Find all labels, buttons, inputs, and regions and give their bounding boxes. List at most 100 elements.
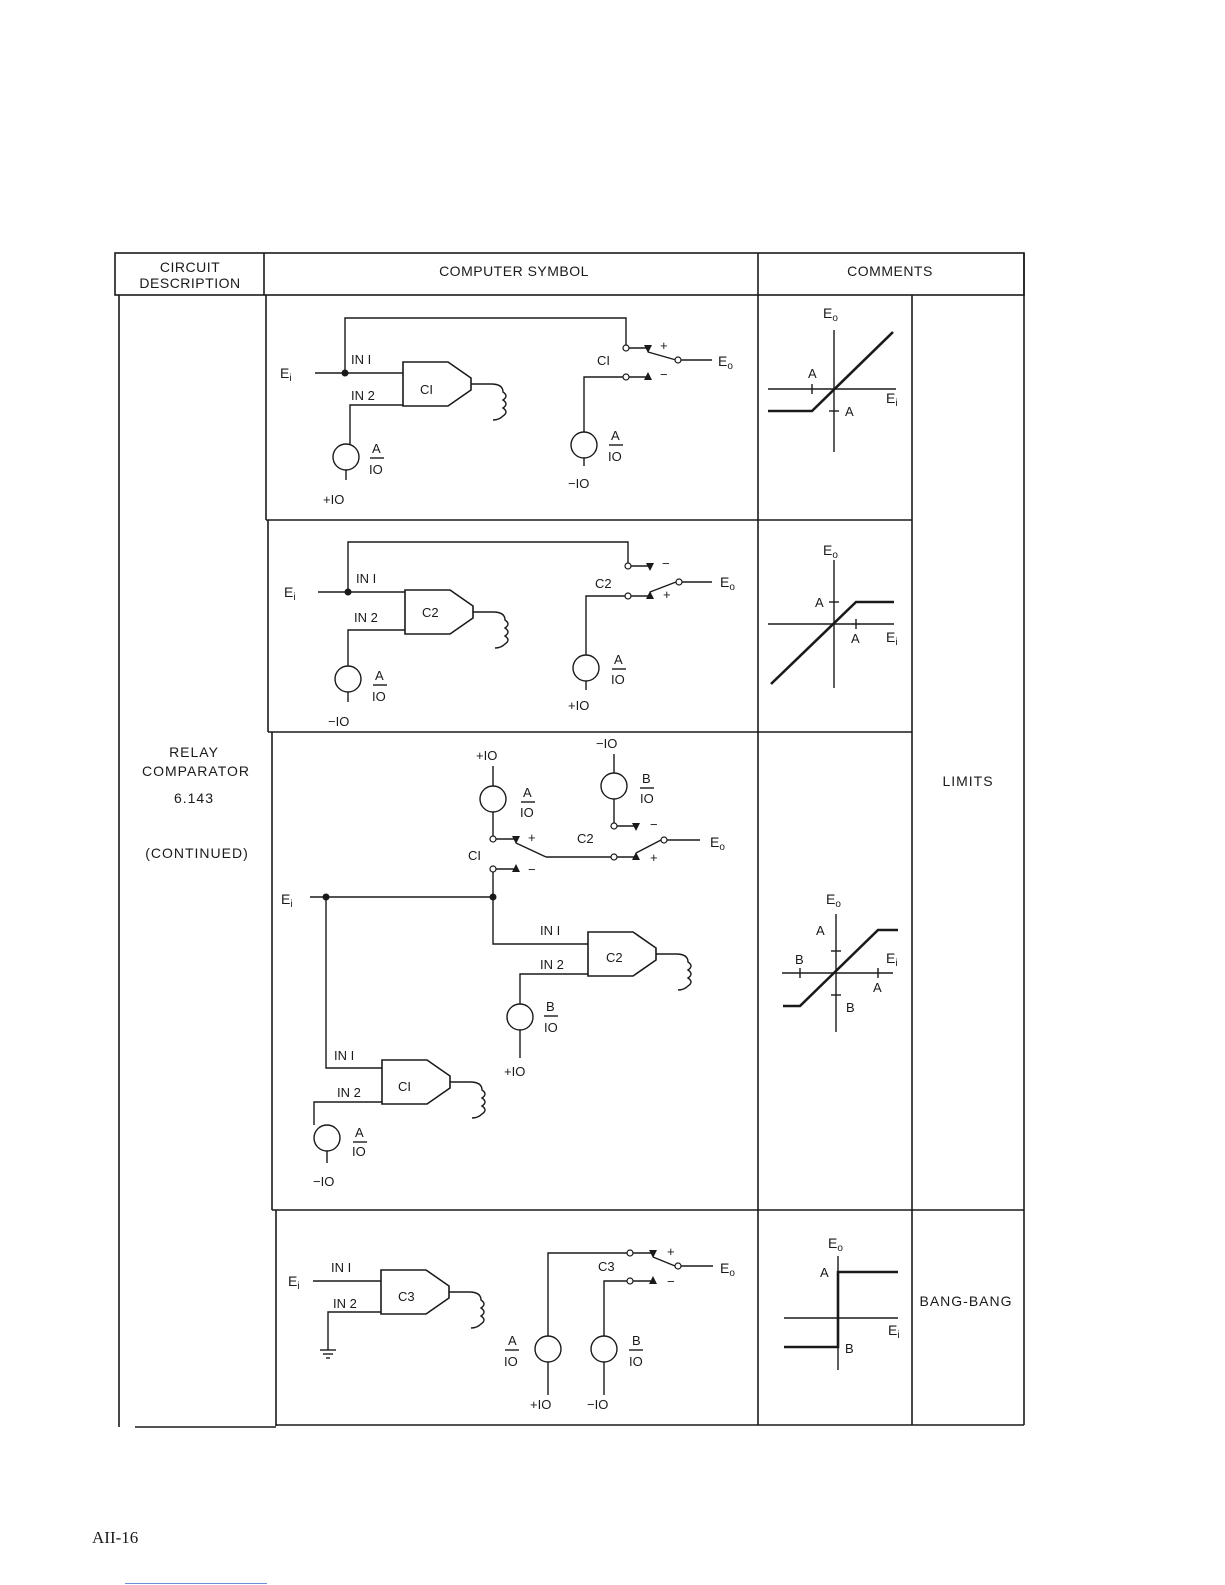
ei-label: Ei (288, 1273, 300, 1292)
transfer-graph-2: Eo Ei A A (768, 542, 898, 688)
graph-b-axis: B (846, 1000, 855, 1015)
graph-a-axis: A (815, 595, 824, 610)
pot-ten: IO (608, 449, 622, 464)
in2-label: IN 2 (540, 957, 564, 972)
plus-sign: + (663, 587, 671, 602)
pot-a: A (614, 652, 623, 667)
transfer-graph-1: Eo Ei A A (768, 305, 898, 452)
pot-ten: IO (372, 689, 386, 704)
graph-eo: Eo (826, 891, 841, 910)
in1-label: IN I (540, 923, 560, 938)
pot-ten: IO (520, 805, 534, 820)
graph-eo: Eo (823, 305, 838, 324)
page-number: AII-16 (92, 1528, 139, 1547)
relay-c1: CI (597, 353, 610, 368)
plus-sign: + (650, 850, 658, 865)
in2-label: IN 2 (333, 1296, 357, 1311)
supply-plus10: +IO (504, 1064, 525, 1079)
supply-minus10: −IO (587, 1397, 608, 1412)
pot-ten: IO (352, 1144, 366, 1159)
transfer-graph-3: Eo Ei A B B A (782, 891, 898, 1032)
pot-a: A (523, 785, 532, 800)
in2-label: IN 2 (354, 610, 378, 625)
eo-label: Eo (720, 1260, 735, 1279)
eo-label: Eo (718, 353, 733, 372)
supply-plus10: +IO (323, 492, 344, 507)
minus-sign: − (660, 367, 668, 382)
transfer-graph-4: Eo Ei A B (784, 1235, 900, 1370)
ei-label: Ei (284, 584, 296, 603)
header-circuit-description-line1: CIRCUIT (160, 259, 220, 275)
minus-sign: − (650, 817, 658, 832)
eo-label: Eo (710, 834, 725, 853)
supply-minus10: −IO (313, 1174, 334, 1189)
graph-a-left: A (808, 366, 817, 381)
graph-a-axis: A (820, 1265, 829, 1280)
row2-circuit: Ei IN I IN 2 C2 A IO −IO − C2 + Eo A IO (284, 541, 735, 729)
description-continued: (CONTINUED) (145, 845, 249, 861)
supply-plus10: +IO (530, 1397, 551, 1412)
supply-minus10: −IO (596, 736, 617, 751)
comparator-c2: C2 (422, 605, 439, 620)
graph-eo: Eo (823, 542, 838, 561)
relay-c1: CI (468, 848, 481, 863)
pot-ten: IO (369, 462, 383, 477)
pot-ten: IO (640, 791, 654, 806)
comparator-c1: CI (420, 382, 433, 397)
description-section-number: 6.143 (174, 790, 214, 806)
minus-sign: − (662, 556, 670, 571)
graph-ei: Ei (886, 950, 898, 969)
pot-b: B (632, 1333, 641, 1348)
pot-a: A (611, 428, 620, 443)
pot-a: A (508, 1333, 517, 1348)
pot-b: B (642, 771, 651, 786)
pot-ten: IO (629, 1354, 643, 1369)
plus-sign: + (528, 830, 536, 845)
pot-a: A (355, 1125, 364, 1140)
row4-circuit: Ei IN I IN 2 C3 + Eo C3 − A IO B (288, 1244, 735, 1412)
pot-b: B (546, 999, 555, 1014)
supply-minus10: −IO (568, 476, 589, 491)
supply-minus10: −IO (328, 714, 349, 729)
comment-bang-bang: BANG-BANG (919, 1293, 1012, 1309)
description-relay: RELAY (169, 744, 219, 760)
header-circuit-description-line2: DESCRIPTION (139, 275, 240, 291)
relay-c2: C2 (577, 831, 594, 846)
graph-a-xaxis: A (873, 980, 882, 995)
relay-c2: C2 (595, 576, 612, 591)
ei-label: Ei (280, 365, 292, 384)
supply-plus10: +IO (476, 748, 497, 763)
in2-label: IN 2 (337, 1085, 361, 1100)
graph-a-below: A (845, 404, 854, 419)
in1-label: IN I (331, 1260, 351, 1275)
in1-label: IN I (356, 571, 376, 586)
plus-sign: + (667, 1244, 675, 1259)
supply-plus10: +IO (568, 698, 589, 713)
comparator-c1: CI (398, 1079, 411, 1094)
graph-b-xaxis: B (795, 952, 804, 967)
plus-sign: + (660, 338, 668, 353)
minus-sign: − (528, 862, 536, 877)
eo-label: Eo (720, 574, 735, 593)
pot-ten: IO (544, 1020, 558, 1035)
in1-label: IN I (334, 1048, 354, 1063)
footer-rule (125, 1583, 267, 1584)
pot-ten: IO (504, 1354, 518, 1369)
row3-circuit: +IO A IO −IO B IO + CI − C2 − + (281, 736, 725, 1189)
graph-ei: Ei (886, 390, 898, 409)
pot-ten: IO (611, 672, 625, 687)
graph-a-axis: A (816, 923, 825, 938)
graph-a-xaxis: A (851, 631, 860, 646)
comparator-c2: C2 (606, 950, 623, 965)
graph-eo: Eo (828, 1235, 843, 1254)
ei-label: Ei (281, 891, 293, 910)
comparator-c3: C3 (398, 1289, 415, 1304)
table-frame (114, 252, 1025, 1428)
description-comparator: COMPARATOR (142, 763, 250, 779)
in2-label: IN 2 (351, 388, 375, 403)
pot-a: A (375, 668, 384, 683)
header-computer-symbol: COMPUTER SYMBOL (439, 263, 589, 279)
graph-b-axis: B (845, 1341, 854, 1356)
graph-ei: Ei (888, 1322, 900, 1341)
